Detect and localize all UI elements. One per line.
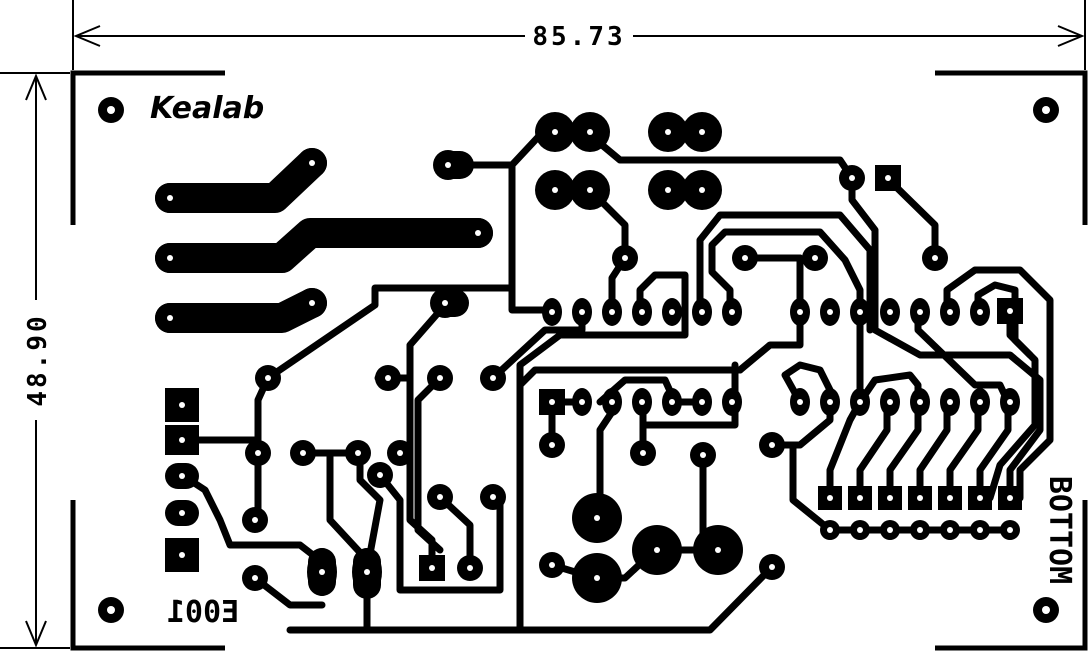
mounting-holes: [98, 97, 1059, 623]
drill-holes: [167, 129, 1013, 581]
dimension-height: [0, 72, 70, 649]
board-code-mirrored: E001: [167, 595, 239, 630]
board-corner-marks: [70, 70, 1088, 651]
width-dimension-label: 85.73: [532, 22, 625, 52]
height-dimension-label: 48.90: [23, 313, 53, 406]
bottom-side-label: BOTTOM: [1042, 476, 1077, 584]
large-oval-pads: [307, 548, 382, 596]
kealab-logo: Kealab: [150, 91, 264, 126]
large-pads: [535, 112, 743, 603]
dimension-width: [72, 0, 1086, 70]
